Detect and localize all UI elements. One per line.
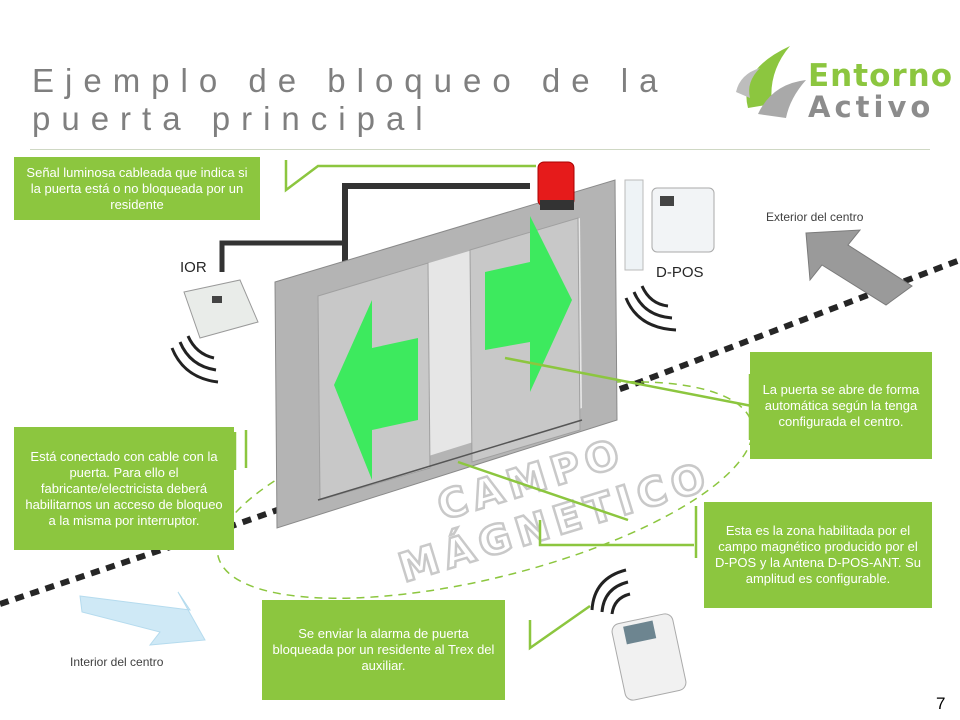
ior-device (183, 279, 259, 339)
exterior-arrow (805, 229, 913, 306)
callout-zone: Esta es la zona habilitada por el campo … (704, 502, 932, 608)
page-number: 7 (936, 694, 946, 713)
entorno-activo-logo-icon (736, 46, 806, 118)
header-divider (30, 149, 930, 150)
door-floor-line (317, 419, 583, 501)
label-interior: Interior del centro (70, 655, 164, 669)
beacon-base (540, 200, 574, 210)
page-title-line2: puerta principal (32, 100, 434, 137)
page-title-line1: Ejemplo de bloqueo de la (32, 62, 669, 99)
wave-icon-ior (170, 335, 219, 384)
callout-door: La puerta se abre de forma automática se… (750, 352, 932, 459)
label-dpos: D-POS (656, 264, 704, 281)
callout-cable: Está conectado con cable con la puerta. … (14, 427, 234, 550)
logo-word-activo: Activo (808, 90, 935, 124)
interior-arrow (79, 591, 206, 646)
logo-word-entorno: Entorno (808, 58, 954, 94)
cable-ior (219, 240, 345, 272)
callout-alarm: Se enviar la alarma de puerta bloqueada … (262, 600, 505, 700)
wave-icon-trex (590, 568, 631, 615)
page-title: Ejemplo de bloqueo de la puerta principa… (32, 62, 672, 138)
wave-icon-dpos (624, 285, 677, 332)
dpos-antenna (624, 179, 644, 271)
door-arrow-right (485, 216, 572, 392)
beacon-light (537, 161, 575, 207)
callout-signal: Señal luminosa cableada que indica si la… (14, 157, 260, 220)
label-ior: IOR (180, 259, 207, 276)
label-exterior: Exterior del centro (766, 210, 864, 224)
door-arrow-left (334, 300, 418, 480)
